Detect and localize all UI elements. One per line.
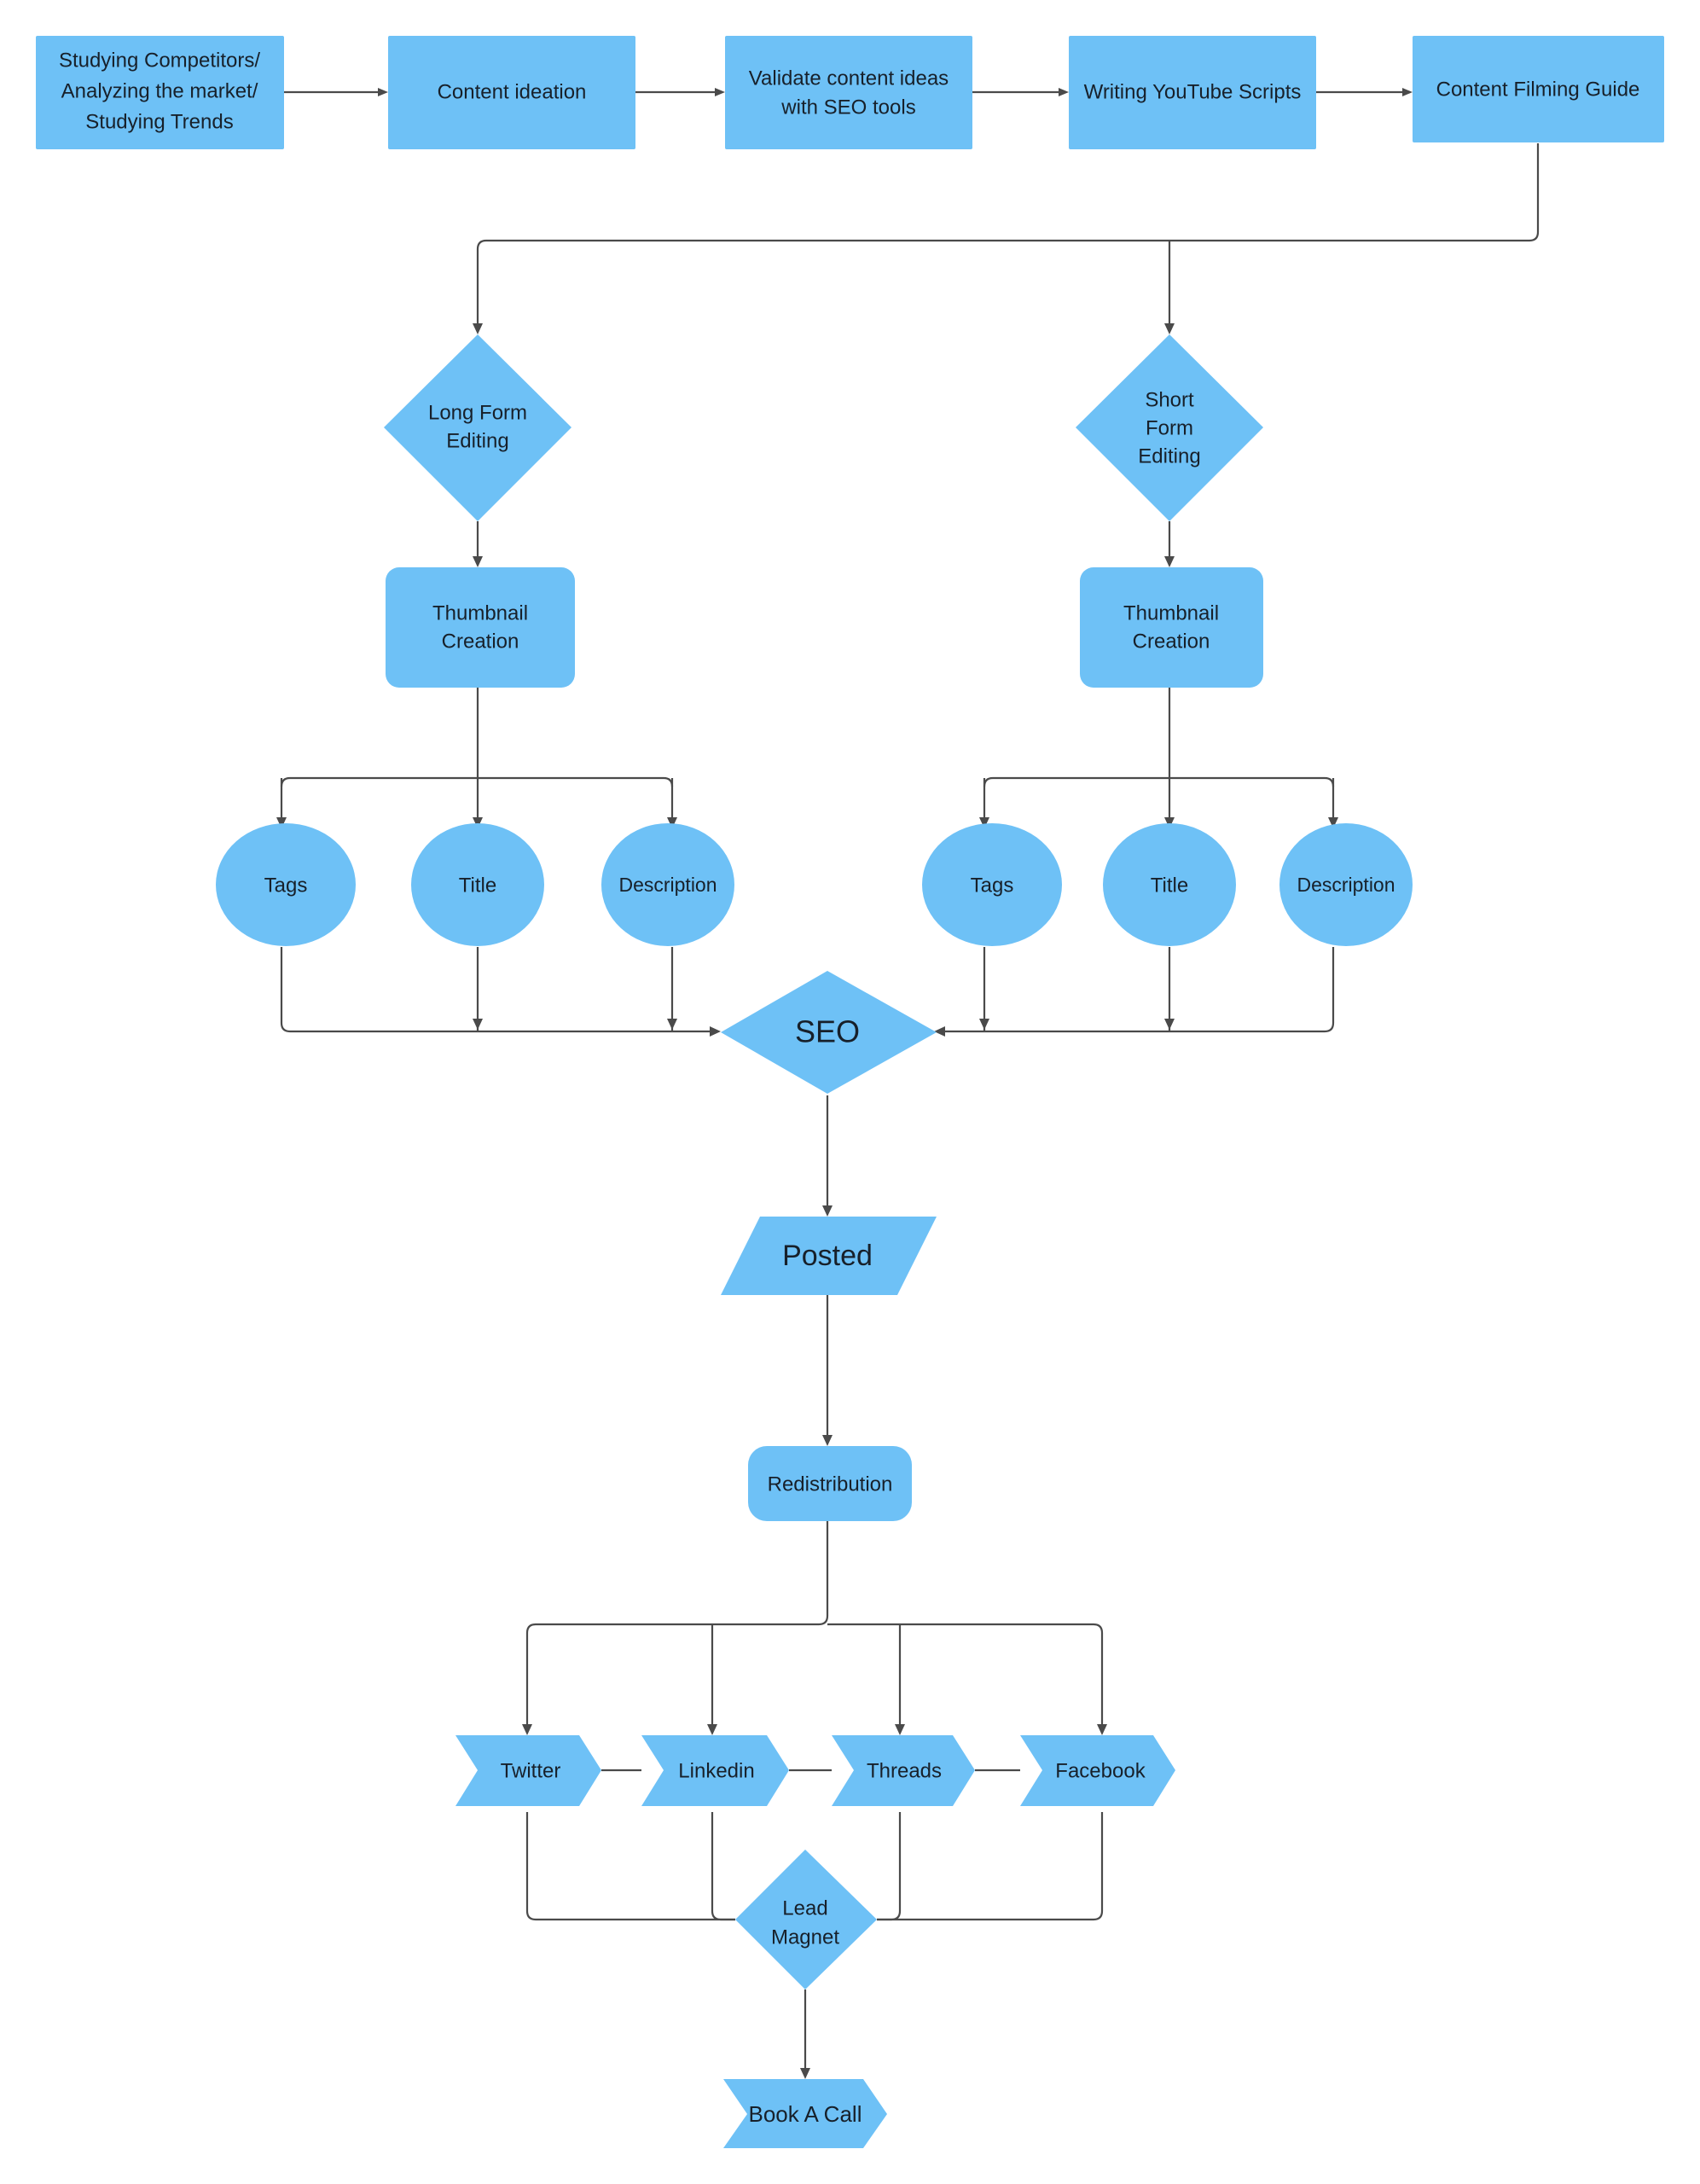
node-lead-magnet[interactable]: Lead Magnet — [735, 1850, 877, 1989]
edge-scripts-to-filming — [1316, 88, 1413, 96]
node-description-right[interactable]: Description — [1279, 823, 1413, 946]
edge-socials-to-lead-magnet — [525, 1812, 1104, 1921]
node-threads[interactable]: Threads — [832, 1735, 975, 1806]
node-tags-left[interactable]: Tags — [216, 823, 356, 946]
edge-right-group-to-seo — [934, 947, 1335, 1037]
node-title-left[interactable]: Title — [411, 823, 544, 946]
edge-validate-to-scripts — [972, 88, 1069, 96]
node-writing-youtube-scripts[interactable]: Writing YouTube Scripts — [1069, 36, 1316, 149]
edge-filming-to-shortform — [1164, 241, 1175, 334]
edge-posted-to-redistribution — [822, 1295, 833, 1446]
node-title-right[interactable]: Title — [1103, 823, 1236, 946]
edge-shortform-to-thumbnail-right — [1164, 521, 1175, 567]
node-content-ideation[interactable]: Content ideation — [388, 36, 635, 149]
node-thumbnail-creation-right[interactable]: Thumbnail Creation — [1080, 567, 1263, 688]
edge-ideation-to-validate — [635, 88, 725, 96]
node-facebook[interactable]: Facebook — [1020, 1735, 1175, 1806]
edge-lead-magnet-to-book-a-call — [800, 1989, 810, 2079]
node-long-form-editing[interactable]: Long Form Editing — [384, 334, 572, 521]
node-description-left[interactable]: Description — [601, 823, 734, 946]
edge-seo-to-posted — [822, 1095, 833, 1217]
edge-thumbnail-left-split — [276, 688, 677, 828]
edge-layer — [276, 88, 1540, 2079]
edge-thumbnail-right-split — [979, 688, 1338, 828]
edge-left-group-to-seo — [280, 947, 721, 1037]
node-validate-content-ideas[interactable]: Validate content ideas with SEO tools — [725, 36, 972, 149]
edge-filming-to-longform — [473, 143, 1540, 334]
node-twitter[interactable]: Twitter — [455, 1735, 601, 1806]
node-tags-right[interactable]: Tags — [922, 823, 1062, 946]
node-studying-competitors[interactable]: Studying Competitors/ Analyzing the mark… — [36, 36, 284, 149]
node-linkedin[interactable]: Linkedin — [641, 1735, 789, 1806]
node-book-a-call[interactable]: Book A Call — [723, 2079, 887, 2148]
node-content-filming-guide[interactable]: Content Filming Guide — [1413, 36, 1664, 142]
node-posted[interactable]: Posted — [721, 1217, 937, 1295]
edge-redistribution-split — [522, 1521, 1107, 1735]
edge-longform-to-thumbnail-left — [473, 521, 483, 567]
node-redistribution[interactable]: Redistribution — [748, 1446, 912, 1521]
node-thumbnail-creation-left[interactable]: Thumbnail Creation — [386, 567, 575, 688]
node-seo[interactable]: SEO — [721, 971, 937, 1094]
node-layer: Studying Competitors/ Analyzing the mark… — [36, 36, 1664, 2148]
node-short-form-editing[interactable]: Short Form Editing — [1076, 334, 1263, 521]
edge-studying-to-ideation — [284, 88, 388, 96]
